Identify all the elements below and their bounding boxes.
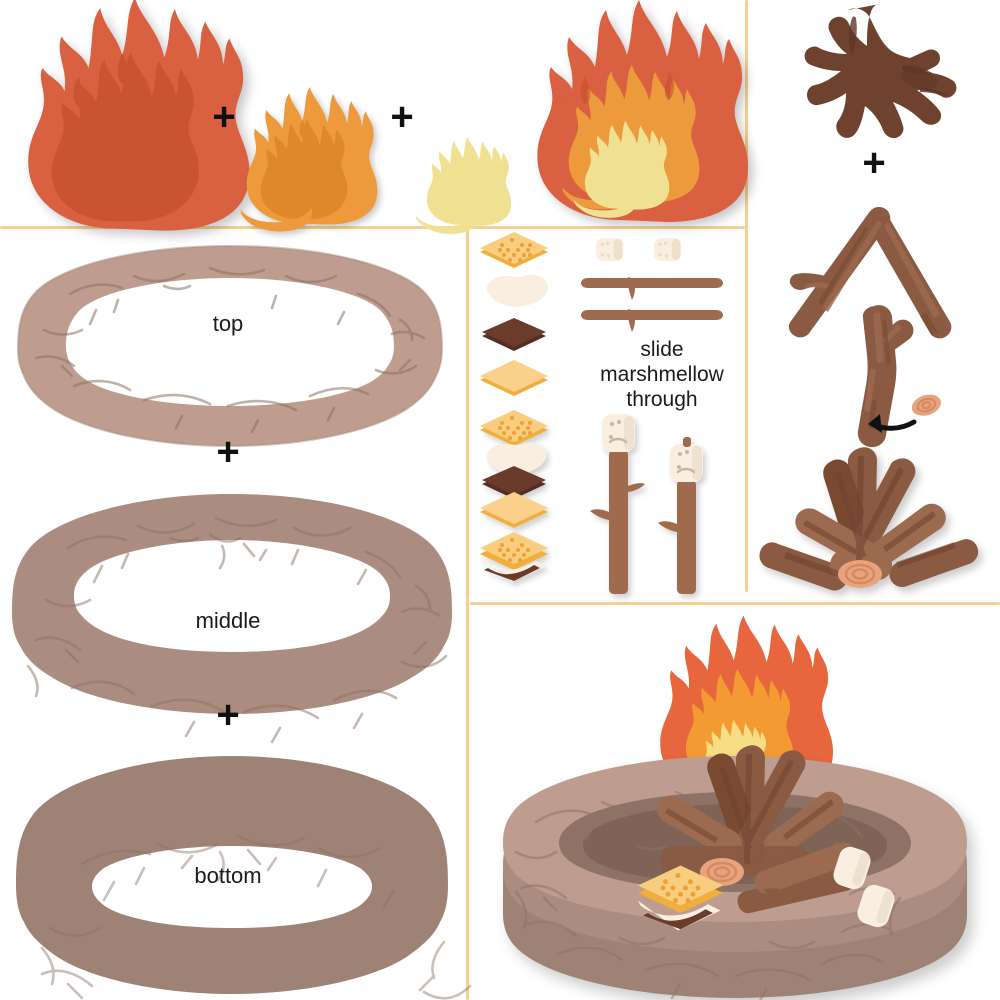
panel-stone-rings: top + middle + [0, 228, 472, 1000]
orange-flame-icon [240, 87, 378, 232]
stone-ring-middle [12, 494, 452, 744]
stick-horizontal-2 [581, 309, 723, 332]
stick-horizontal-1 [581, 277, 723, 300]
red-flame-icon [28, 0, 250, 231]
plus-operator: + [862, 141, 885, 185]
panel-wood: + + [748, 0, 1000, 592]
instruction-line-2: marshmellow [600, 363, 725, 386]
smore-finished [480, 532, 548, 582]
curved-arrow-left-icon [868, 414, 917, 433]
panel-flames: + + [0, 0, 749, 234]
firepit-smore [638, 865, 723, 931]
divider-top-left-horizontal [0, 226, 745, 229]
plus-operator: + [390, 95, 413, 139]
firepit-marshmallow-sticks [737, 842, 895, 928]
smore-layer-cracker-top [480, 232, 548, 268]
forked-branch-icon [857, 305, 942, 448]
stone-rings-svg: top + middle + [12, 244, 472, 1000]
plus-operator: + [212, 95, 235, 139]
ring-label-bottom: bottom [194, 863, 261, 888]
marshmallow-on-stick [857, 884, 895, 928]
log-end-ring [838, 560, 882, 588]
log-end-ring [911, 394, 942, 416]
divider-bottom-right-horizontal [470, 602, 1000, 605]
smore-layer-cracker-bottom [480, 360, 548, 396]
combined-flame-icon [537, 0, 749, 222]
divider-middle-vertical [466, 228, 469, 1000]
ring-label-top: top [213, 311, 244, 336]
ring-label-middle: middle [196, 608, 261, 633]
smore-stack-open [480, 410, 548, 528]
kindling-pile-icon [804, 4, 957, 138]
stone-ring-top [16, 244, 444, 448]
smore-layer-marshmallow [486, 274, 549, 307]
flames-svg: + + [28, 0, 749, 234]
marshmallow-piece-1 [596, 238, 624, 262]
panel-smores: slide marshmellow through [466, 228, 745, 594]
wood-svg: + + [759, 4, 979, 591]
log-end-ring [700, 858, 744, 886]
marshmallow-on-stick-2 [658, 437, 703, 594]
marshmallow-on-stick [833, 846, 871, 890]
stone-ring-bottom [16, 756, 472, 1000]
log-stack-icon [759, 447, 979, 591]
plus-operator: + [216, 693, 239, 737]
marshmallow-on-stick-1 [590, 414, 645, 594]
panel-final-firepit [470, 606, 1000, 1000]
yellow-flame-icon [415, 136, 512, 234]
plus-operator: + [216, 430, 239, 474]
marshmallow-piece-2 [654, 238, 682, 262]
divider-right-column-vertical [745, 0, 748, 592]
crossed-branches-icon [788, 206, 952, 339]
smore-layer-chocolate [482, 318, 546, 351]
instruction-line-1: slide [640, 338, 683, 361]
final-firepit-svg [503, 615, 967, 1000]
instruction-line-3: through [626, 388, 697, 411]
firepit-logs [657, 745, 844, 886]
smores-svg: slide marshmellow through [480, 232, 725, 594]
firepit-flame-icon [660, 615, 834, 798]
